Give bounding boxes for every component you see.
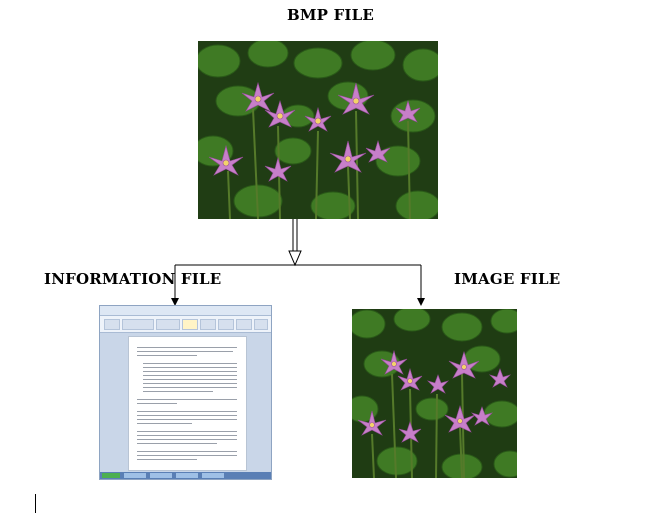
document-ribbon-toolbar	[100, 316, 271, 333]
arrow-to-image-file	[417, 265, 425, 306]
output-water-lily-image	[352, 309, 517, 478]
bmp-file-label: BMP FILE	[287, 6, 375, 24]
document-taskbar	[100, 472, 271, 479]
information-file-label: INFORMATION FILE	[44, 270, 222, 288]
down-arrow-to-split	[288, 219, 302, 267]
bmp-water-lily-image	[198, 41, 438, 219]
document-page	[128, 336, 247, 471]
document-title-bar	[100, 306, 271, 316]
text-cursor	[35, 494, 36, 513]
arrow-to-information-file	[171, 265, 179, 306]
information-document-thumbnail	[99, 305, 272, 480]
image-file-label: IMAGE FILE	[454, 270, 561, 288]
